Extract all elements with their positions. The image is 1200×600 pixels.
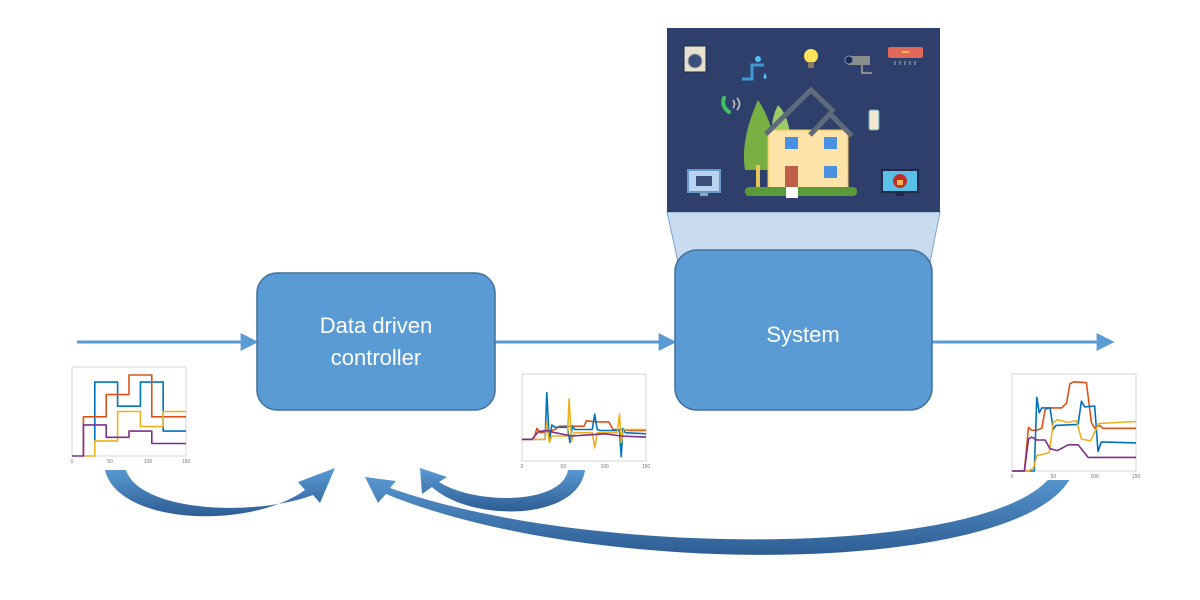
light-bulb-icon (804, 49, 818, 68)
plot-background (510, 370, 650, 470)
security-camera-icon (844, 55, 872, 74)
smartphone-icon (868, 109, 880, 131)
x-tick-label: 150 (182, 459, 191, 465)
controller-label-line1: Data driven (320, 313, 433, 338)
plot-series-line (1012, 418, 1137, 472)
x-tick-label: 100 (600, 464, 609, 470)
system-label: System (766, 322, 839, 347)
plot-axes (521, 373, 647, 462)
house-icon (745, 86, 857, 198)
x-tick-label: 0 (1011, 474, 1014, 480)
x-tick-label: 100 (1090, 474, 1099, 480)
controller-label-line2: controller (331, 345, 421, 370)
washing-machine-icon (683, 45, 707, 73)
plot-series-line (72, 424, 186, 457)
x-tick-label: 0 (521, 464, 524, 470)
plot-series-line (1012, 436, 1136, 472)
x-tick-label: 100 (144, 459, 153, 465)
x-tick-label: 150 (1132, 474, 1141, 480)
air-conditioner-icon (888, 47, 923, 65)
x-tick-label: 50 (561, 464, 567, 470)
control-signal-plot: 0 50 100 150 (510, 370, 650, 470)
plot-series-line (1012, 396, 1137, 472)
phone-icon (721, 96, 741, 114)
data-driven-controller-block: Data driven controller (256, 272, 496, 411)
tv-monitor-icon (687, 169, 721, 196)
plot-series-line (83, 410, 186, 457)
smart-home-panel (666, 28, 941, 263)
system-block: System (674, 249, 933, 411)
plot-axes (1011, 373, 1137, 472)
system-output-plot: 0 50 100 150 (1000, 370, 1140, 480)
lock-monitor-icon (881, 169, 919, 196)
reference-feedback-arrow (105, 468, 335, 517)
control-feedback-arrow (420, 468, 585, 512)
plot-series-line (522, 429, 647, 441)
x-tick-label: 0 (71, 459, 74, 465)
reference-signal-plot: 0 50 100 150 (60, 363, 190, 465)
plot-background (60, 363, 190, 465)
output-feedback-arrow (365, 470, 1074, 555)
plot-series-line (82, 374, 186, 456)
x-tick-label: 150 (642, 464, 651, 470)
x-tick-label: 50 (1051, 474, 1057, 480)
water-tap-icon (742, 56, 767, 81)
plot-series-line (522, 398, 646, 449)
x-tick-label: 50 (107, 459, 113, 465)
